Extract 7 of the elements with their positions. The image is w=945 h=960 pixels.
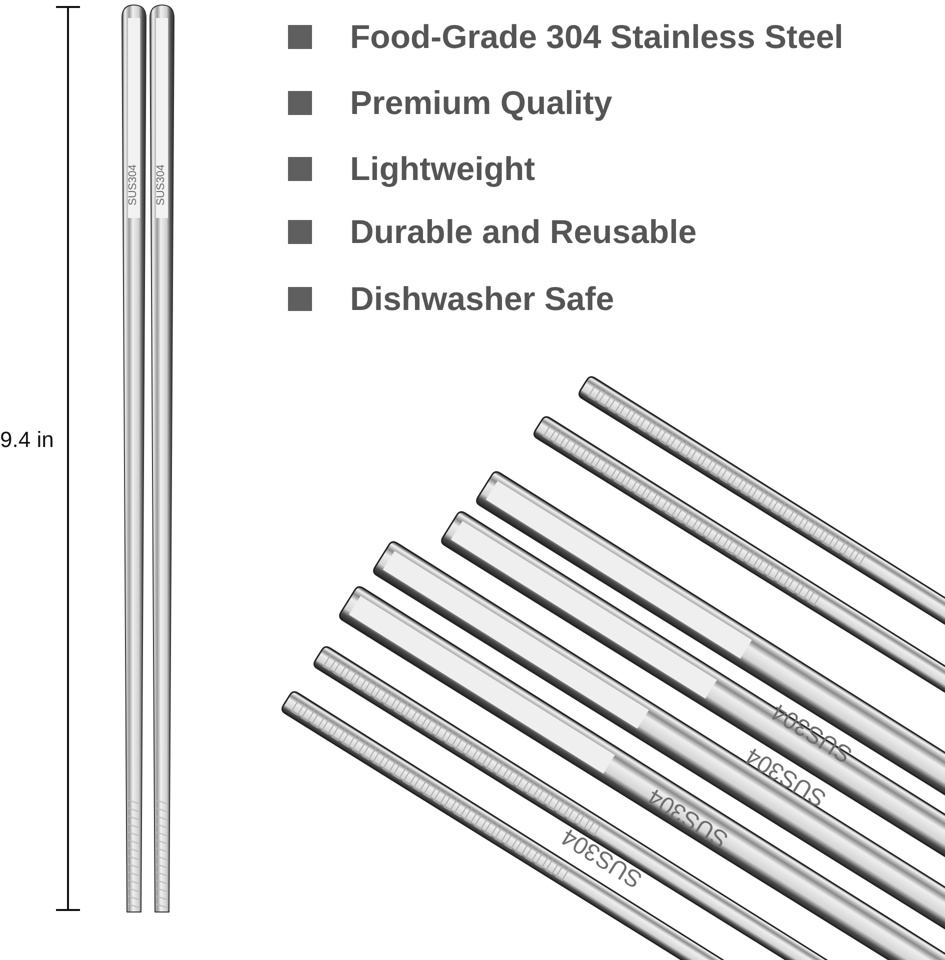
feature-text: Dishwasher Safe — [350, 280, 614, 318]
engraved-text: SUS304 — [127, 164, 139, 206]
engraved-text: SUS304 — [155, 164, 167, 206]
feature-text: Premium Quality — [350, 84, 612, 122]
feature-text: Lightweight — [350, 150, 536, 188]
feature-text: Food-Grade 304 Stainless Steel — [350, 18, 844, 56]
feature-text: Durable and Reusable — [350, 213, 697, 251]
